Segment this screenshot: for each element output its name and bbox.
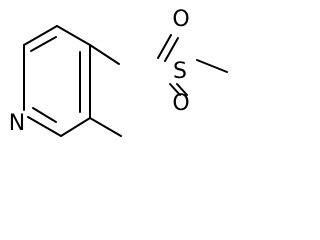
- bond-sulfur-oxygen-top-b: [164, 37, 179, 62]
- bond-sulfur-oxygen-bottom-a: [169, 83, 181, 96]
- chemical-structure: N S O O: [9, 7, 228, 137]
- bond-ring-sulfur: [89, 44, 120, 65]
- atom-n: N: [9, 111, 25, 136]
- bond-sulfur-methyl: [196, 59, 228, 73]
- bond-n-c2: [27, 116, 62, 137]
- atom-s: S: [173, 59, 187, 84]
- bond-sulfur-oxygen-bottom-b: [176, 83, 188, 96]
- bond-sulfur-oxygen-top-a: [157, 34, 172, 59]
- atom-labels: N S O O: [9, 7, 190, 136]
- bond-ring-methyl: [89, 117, 122, 137]
- bond-c2-c3: [60, 117, 91, 137]
- atom-o-bottom: O: [172, 91, 189, 116]
- bond-c5-c6: [23, 25, 58, 46]
- bond-c4-c5: [56, 25, 91, 46]
- pyridine-ring: [23, 25, 91, 137]
- bond-c5-c6-double: [30, 36, 57, 52]
- bond-n-c2-double: [32, 107, 57, 123]
- atom-o-top: O: [172, 7, 189, 32]
- substituents: [89, 34, 228, 137]
